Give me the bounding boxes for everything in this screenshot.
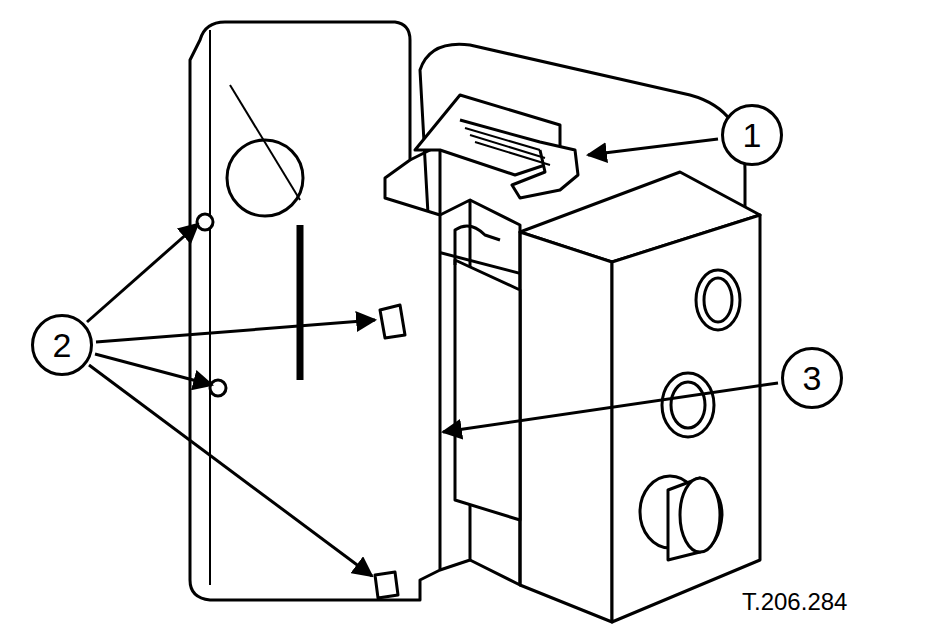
port [662, 373, 714, 437]
ecu-cover [190, 22, 440, 600]
callout-text: 3 [803, 361, 822, 395]
cover-slot [297, 225, 304, 380]
connector-lever [460, 120, 578, 198]
port-inner [704, 278, 732, 322]
callout-text: 2 [53, 328, 72, 362]
leader-line [95, 354, 212, 385]
lever-ribs [465, 128, 550, 165]
callout-text: 1 [743, 118, 762, 152]
frame-recess [455, 260, 520, 520]
block-side [520, 232, 612, 622]
leader-line [96, 320, 375, 342]
leader-line [588, 139, 718, 155]
leader-line [87, 224, 198, 322]
port-plug-face [680, 478, 720, 552]
leader-line [89, 365, 372, 576]
port-inner [671, 382, 705, 428]
connector-body [415, 95, 560, 175]
clip [210, 380, 226, 396]
port [696, 270, 740, 330]
callout-number: 1 [721, 104, 783, 166]
block-front [612, 215, 760, 622]
cover-disc [227, 140, 303, 216]
figure-reference: T.206.284 [742, 588, 847, 616]
cover-edge [209, 30, 211, 585]
callout-number: 2 [31, 314, 93, 376]
frame-recess-top [455, 226, 500, 265]
clip [375, 572, 398, 598]
clip [380, 305, 405, 338]
clip [197, 214, 213, 230]
callout-number: 3 [781, 347, 843, 409]
cover-rib [230, 85, 300, 200]
leader-line [443, 383, 778, 432]
port-plug [668, 478, 722, 560]
cover-step [410, 145, 440, 215]
